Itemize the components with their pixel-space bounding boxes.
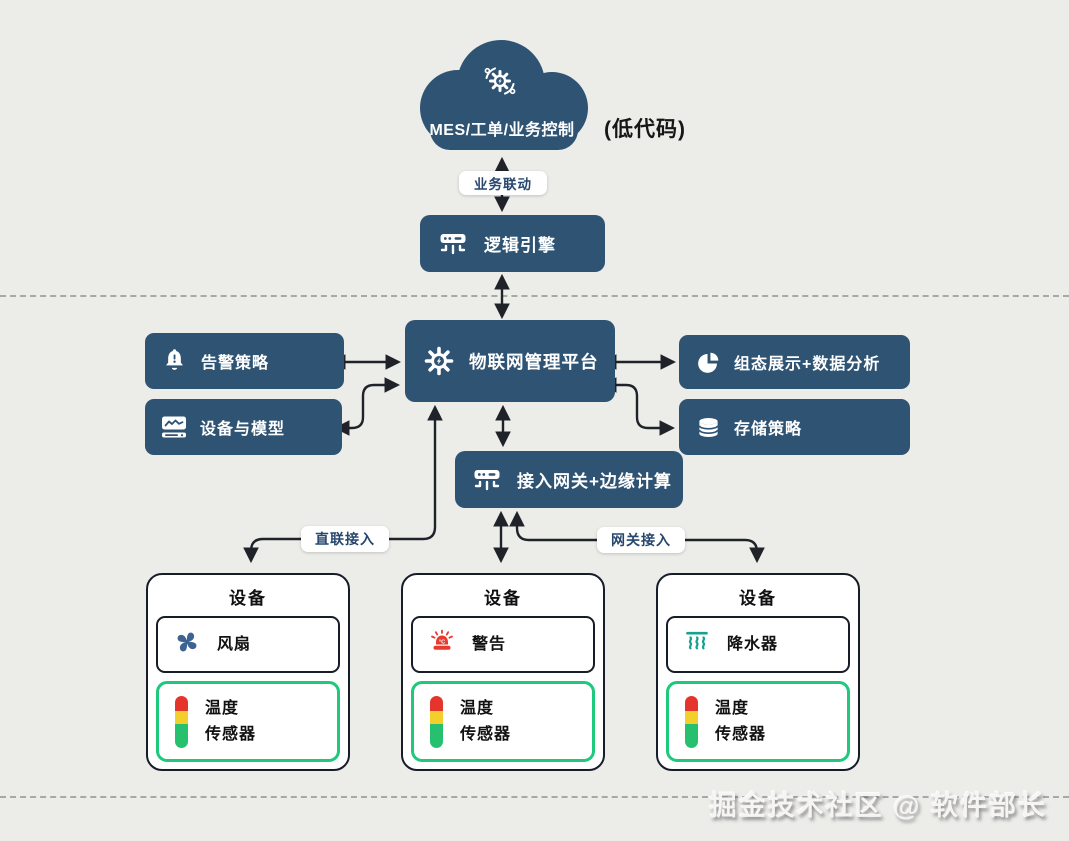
pie-chart-icon: [696, 350, 721, 375]
pill-gateway-access: 网关接入: [597, 527, 685, 553]
node-logic-engine: 逻辑引擎: [420, 215, 605, 272]
node-storage-policy-label: 存储策略: [734, 421, 803, 438]
low-code-note: (低代码): [604, 118, 686, 141]
alert-bell-icon: [162, 348, 187, 375]
switch-branch-icon: [472, 467, 502, 493]
device-title: 设备: [484, 589, 522, 608]
node-display-analysis-label: 组态展示+数据分析: [734, 356, 881, 373]
iot-hub-icon: [422, 344, 456, 378]
sensor-box: 温度 传感器: [666, 681, 850, 762]
sensor-label-line1: 温度: [460, 699, 495, 717]
device-card-3: 设备 降水器 温度 传感器: [656, 573, 860, 771]
actuator-label: 风扇: [217, 635, 252, 653]
actuator-box-fan: 风扇: [156, 616, 340, 673]
device-title: 设备: [739, 589, 777, 608]
siren-icon: °C: [429, 629, 455, 660]
fan-icon: [174, 629, 200, 660]
node-logic-engine-label: 逻辑引擎: [484, 236, 556, 255]
temp-bar-icon: [685, 695, 698, 748]
watermark: 掘金技术社区 @ 软件部长: [709, 791, 1047, 821]
node-platform: 物联网管理平台: [405, 320, 615, 402]
device-card-2: 设备 °C 警告: [401, 573, 605, 771]
switch-branch-icon: [438, 231, 468, 257]
actuator-box-alarm: °C 警告: [411, 616, 595, 673]
node-device-model-label: 设备与模型: [200, 421, 286, 438]
svg-text:°C: °C: [439, 640, 445, 646]
sensor-label: 温度 传感器: [460, 696, 511, 748]
sensor-label-line2: 传感器: [715, 725, 767, 743]
node-device-model: 设备与模型: [145, 399, 342, 455]
sensor-label: 温度 传感器: [205, 696, 256, 748]
sensor-box: 温度 传感器: [411, 681, 595, 762]
arrow-model-platform: [333, 377, 401, 436]
sensor-label-line2: 传感器: [460, 725, 512, 743]
sensor-label: 温度 传感器: [715, 696, 766, 748]
temp-bar-icon: [430, 695, 443, 748]
node-alarm-policy: 告警策略: [145, 333, 344, 389]
node-alarm-policy-label: 告警策略: [201, 355, 270, 372]
node-gateway-edge-label: 接入网关+边缘计算: [517, 472, 672, 491]
pill-business-link: 业务联动: [459, 171, 547, 195]
cloud-shape: [420, 40, 588, 150]
temp-bar-icon: [175, 695, 188, 748]
cloud-node: [406, 36, 598, 154]
sprinkler-icon: [684, 629, 710, 660]
node-gateway-edge: 接入网关+边缘计算: [455, 451, 683, 508]
device-title: 设备: [229, 589, 267, 608]
gear-orbit-icon: [480, 60, 520, 105]
actuator-label: 警告: [472, 635, 507, 653]
sensor-label-line1: 温度: [205, 699, 240, 717]
actuator-box-sprinkler: 降水器: [666, 616, 850, 673]
cloud-label: MES/工单/业务控制: [429, 122, 575, 139]
device-screen-icon: [160, 414, 188, 440]
top-dashed-divider: [0, 295, 1069, 297]
node-platform-label: 物联网管理平台: [469, 351, 599, 372]
node-display-analysis: 组态展示+数据分析: [679, 335, 910, 389]
pill-direct-access: 直联接入: [301, 526, 389, 552]
actuator-label: 降水器: [727, 635, 779, 653]
device-card-1: 设备 风扇 温度 传感器: [146, 573, 350, 771]
bottom-dashed-divider: [0, 796, 1069, 798]
sensor-label-line1: 温度: [715, 699, 750, 717]
node-storage-policy: 存储策略: [679, 399, 910, 455]
sensor-label-line2: 传感器: [205, 725, 257, 743]
sensor-box: 温度 传感器: [156, 681, 340, 762]
database-icon: [696, 415, 721, 440]
